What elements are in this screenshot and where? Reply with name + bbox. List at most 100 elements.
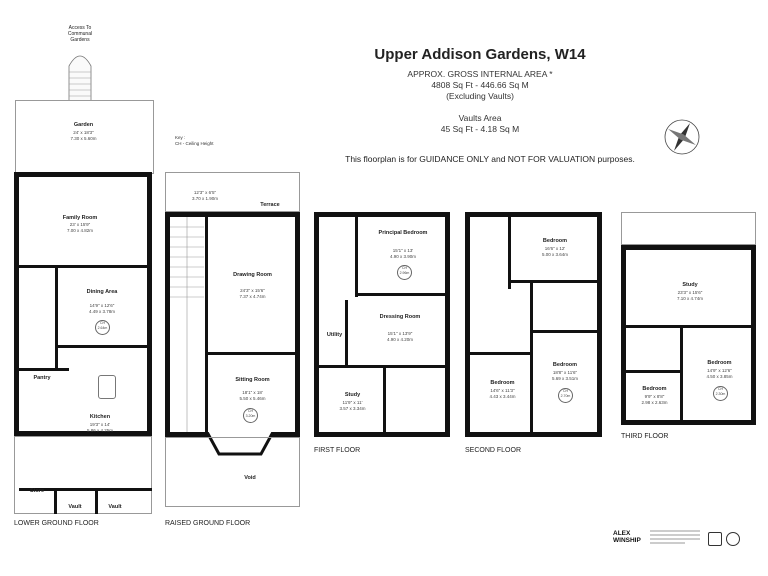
- terrace-area: [165, 172, 300, 212]
- kitchen-dim-imperial: 19'3" x 14': [89, 422, 111, 427]
- access-note: Access To Communal Gardens: [52, 25, 108, 43]
- bedroom-6-label: Bedroom: [707, 360, 732, 366]
- key-title: Key :: [175, 135, 186, 140]
- terrace-dim-metric: 3.70 x 1.90m: [191, 195, 218, 201]
- dining-area-label: Dining Area: [62, 289, 142, 296]
- key-ceiling-height: CH - Ceiling Height: [175, 141, 214, 146]
- study2-dim-imperial: 23'3" x 15'6": [677, 290, 703, 295]
- compass-icon: [664, 119, 700, 155]
- first-floor-plan: [314, 212, 450, 437]
- utility-label: Utility: [326, 332, 343, 338]
- study-third-dims: 23'3" x 15'6" 7.10 x 4.74m: [655, 290, 725, 301]
- bed2-dim-metric: 5.00 x 3.64m: [541, 251, 568, 257]
- access-line-2: Communal: [67, 31, 93, 37]
- ff-wall: [345, 300, 348, 365]
- key-legend: Key : CH - Ceiling Height: [175, 135, 214, 147]
- ch-label: CH: [562, 389, 569, 393]
- dining-dim-metric: 4.49 x 3.78m: [88, 308, 115, 314]
- rg-wall: [205, 212, 208, 437]
- sitting-dim-imperial: 18'1" x 18': [242, 390, 263, 395]
- principal-bedroom-label: Principal Bedroom: [378, 230, 428, 236]
- void-area: [165, 437, 300, 507]
- study-first-label: Study: [344, 392, 361, 398]
- ch-value: 2.70m: [560, 394, 571, 398]
- logo-line-1: ALEX: [613, 530, 631, 537]
- kitchen-label: Kitchen: [89, 414, 111, 420]
- study1-dim-imperial: 11'9" x 11': [342, 400, 363, 405]
- bed3-dim-metric: 4.43 x 3.44m: [489, 393, 516, 399]
- kitchen-dim-metric: 5.86 x 4.25m: [86, 427, 113, 433]
- sitting-dim-metric: 5.50 x 5.46m: [239, 395, 266, 401]
- dressing-room-dims: 15'1" x 13'9" 4.90 x 4.20m: [370, 331, 430, 342]
- raised-ground-floor-label: RAISED GROUND FLOOR: [165, 520, 251, 527]
- dressing-dim-imperial: 15'1" x 13'9": [387, 331, 413, 336]
- staircase-icon: [170, 217, 204, 432]
- principal-ceiling-height: CH 2.96m: [397, 265, 412, 280]
- dining-dim-imperial: 14'9" x 12'6": [89, 303, 115, 308]
- family-room-dims: 23' x 15'9" 7.00 x 4.82m: [40, 222, 120, 233]
- access-line-1: Access To: [68, 25, 92, 31]
- tf-wall: [626, 325, 751, 328]
- vault-label-1: Vault: [68, 504, 82, 510]
- lg-wall: [57, 488, 152, 491]
- terrace-dims: 12'3" x 6'5" 3.70 x 1.90m: [175, 190, 235, 201]
- family-dim-imperial: 23' x 15'9": [69, 222, 91, 227]
- family-dim-metric: 7.00 x 4.82m: [66, 227, 93, 233]
- ff-wall: [355, 293, 445, 296]
- sf-wall: [532, 330, 597, 333]
- sitting-ceiling-height: CH 3.20m: [243, 408, 258, 423]
- bed5-dim-metric: 2.98 x 2.63m: [641, 399, 668, 405]
- sitting-room-label: Sitting Room: [235, 377, 270, 383]
- sitting-room-dims: 18'1" x 18' 5.50 x 5.46m: [210, 390, 295, 401]
- drawing-dim-metric: 7.37 x 4.74m: [239, 293, 266, 299]
- first-floor-label: FIRST FLOOR: [314, 447, 361, 454]
- garden-steps: [68, 55, 92, 100]
- lg-wall: [19, 488, 54, 491]
- study-first-dims: 11'9" x 11' 3.57 x 3.34m: [325, 400, 380, 411]
- agency-logo: ALEX WINSHIP: [613, 530, 641, 544]
- area-line-2: 4808 Sq Ft - 446.66 Sq M: [431, 80, 529, 90]
- disclaimer-text: This floorplan is for GUIDANCE ONLY and …: [345, 154, 635, 164]
- store-label: Store: [29, 488, 45, 494]
- terrace-dim-imperial: 12'3" x 6'5": [193, 190, 217, 195]
- garden-dims: 24' x 18'3" 7.30 x 5.60m: [15, 130, 152, 141]
- area-line-1: APPROX. GROSS INTERNAL AREA *: [407, 69, 553, 79]
- lower-ground-plan: [14, 172, 152, 436]
- ff-wall: [319, 365, 445, 368]
- bed2-dim-imperial: 16'6" x 12': [544, 246, 566, 251]
- third-floor-plan: [621, 245, 756, 425]
- third-floor-roof-area: [621, 212, 756, 245]
- lg-wall: [55, 268, 58, 368]
- second-floor-label: SECOND FLOOR: [465, 447, 522, 454]
- drawing-dim-imperial: 24'3" x 15'6": [240, 288, 265, 293]
- principal-dim-metric: 4.90 x 3.90m: [389, 253, 416, 259]
- lg-wall: [95, 488, 98, 514]
- lg-wall: [55, 345, 147, 348]
- lower-ground-front-area: [14, 436, 152, 514]
- third-floor-label: THIRD FLOOR: [621, 433, 669, 440]
- ch-value: 2.96m: [399, 271, 410, 275]
- page-title: Upper Addison Gardens, W14: [374, 46, 586, 63]
- tf-wall: [626, 370, 680, 373]
- bedroom-4-ceiling-height: CH 2.70m: [558, 388, 573, 403]
- bedroom-4-label: Bedroom: [552, 362, 578, 368]
- family-room-label: Family Room: [62, 215, 98, 221]
- bed4-dim-imperial: 18'8" x 11'6": [552, 370, 578, 375]
- vault-label-2: Vault: [108, 504, 122, 510]
- ff-wall: [383, 365, 386, 432]
- garden-dim-imperial: 24' x 18'3": [73, 130, 94, 135]
- bedroom-3-label: Bedroom: [490, 380, 515, 386]
- bedroom-2-label: Bedroom: [542, 238, 568, 244]
- vaults-line-1: Vaults Area: [458, 113, 502, 123]
- terrace-label: Terrace: [260, 202, 280, 208]
- study1-dim-metric: 3.57 x 3.34m: [339, 405, 366, 411]
- ch-value: 3.20m: [245, 414, 256, 418]
- logo-fine-print: [650, 530, 700, 544]
- principal-bedroom-dims: 15'1" x 13' 4.90 x 3.90m: [368, 248, 438, 259]
- sf-wall: [470, 352, 530, 355]
- ch-label: CH: [717, 387, 724, 391]
- ch-label: CH: [247, 409, 254, 413]
- bed5-dim-imperial: 9'9" x 8'8": [644, 394, 665, 399]
- garden-label: Garden: [73, 122, 94, 128]
- ch-label: CH: [99, 321, 106, 325]
